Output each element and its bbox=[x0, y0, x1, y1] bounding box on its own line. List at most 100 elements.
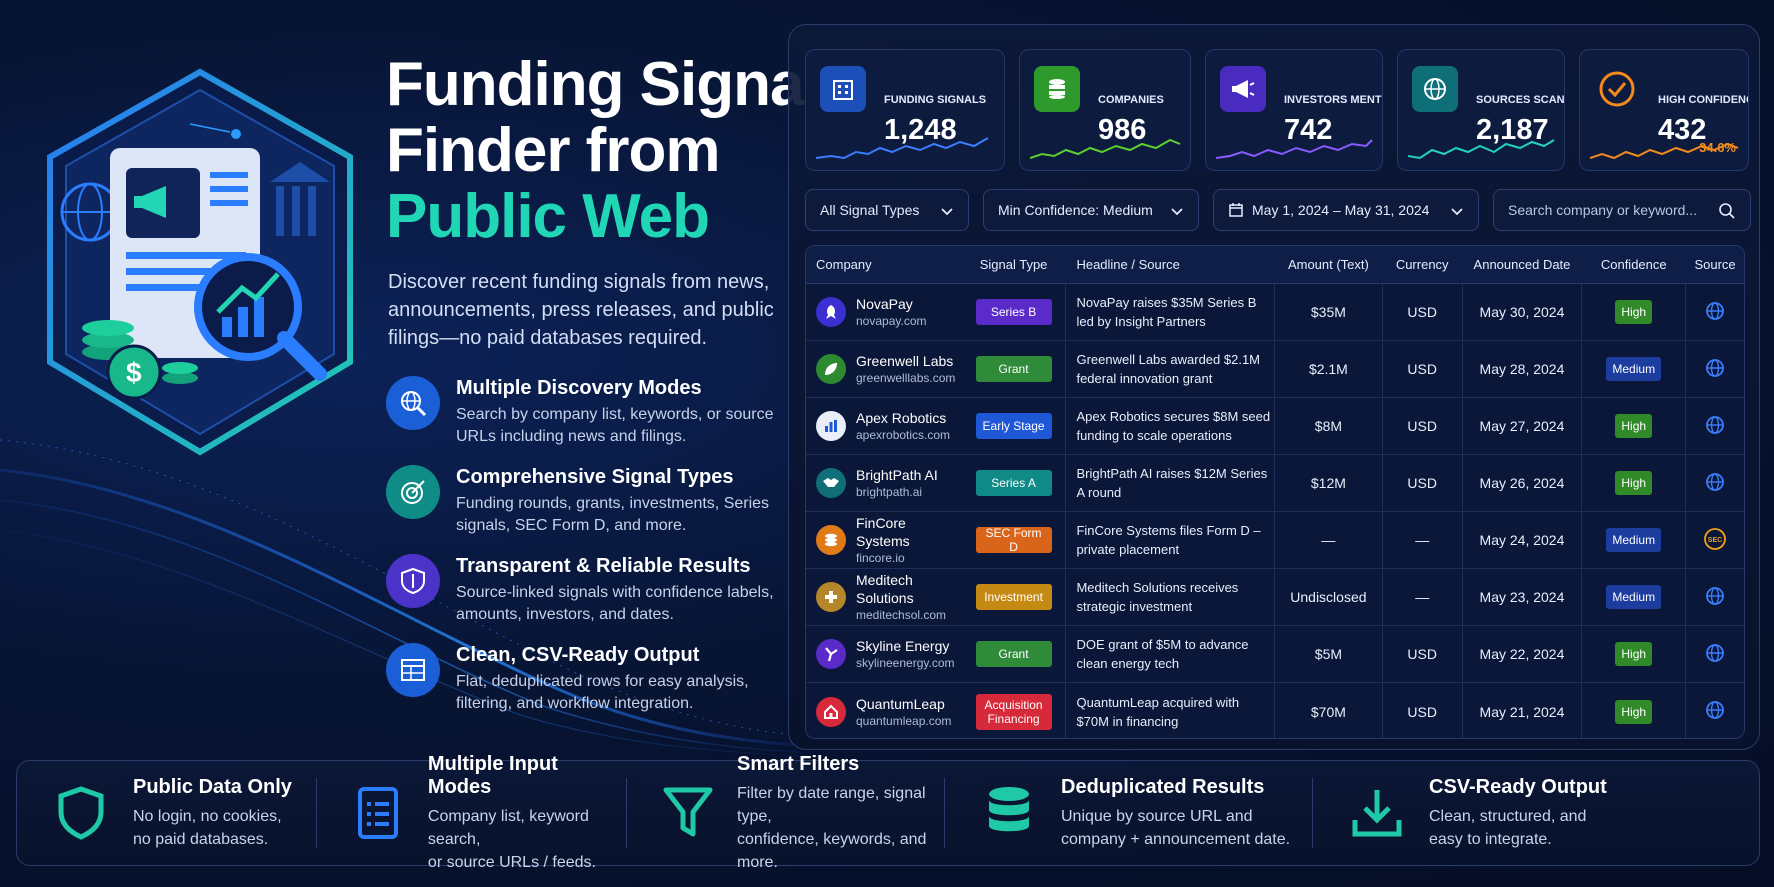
globe-icon[interactable] bbox=[1705, 472, 1725, 495]
sparkline bbox=[1408, 139, 1555, 160]
desc-line: Clean, structured, and bbox=[1429, 807, 1587, 825]
header-source[interactable]: Source bbox=[1694, 257, 1736, 272]
min-confidence-value: Min Confidence: Medium bbox=[998, 202, 1153, 218]
headline-text[interactable]: Meditech Solutions receives strategic in… bbox=[1076, 580, 1239, 614]
header-amount[interactable]: Amount (Text) bbox=[1287, 257, 1369, 272]
stat-card-investors[interactable]: INVESTORS MENTIONED 742 bbox=[1205, 49, 1383, 171]
medical-icon bbox=[816, 582, 846, 612]
company-domain: apexrobotics.com bbox=[856, 428, 951, 442]
header-signal-type[interactable]: Signal Type bbox=[979, 257, 1048, 272]
cell-currency: USD bbox=[1383, 455, 1463, 511]
table-row[interactable]: Meditech Solutions meditechsol.com Investm… bbox=[806, 569, 1744, 626]
feature-desc: Source-linked signals with confidence la… bbox=[456, 584, 774, 623]
company-domain: meditechsol.com bbox=[856, 608, 947, 622]
header-date[interactable]: Announced Date bbox=[1473, 257, 1571, 272]
stat-label: FUNDING SIGNALS bbox=[884, 94, 987, 106]
headline-text[interactable]: Greenwell Labs awarded $2.1M federal inn… bbox=[1076, 352, 1261, 386]
globe-search-icon bbox=[386, 376, 440, 430]
feature-signal-types: Comprehensive Signal Types Funding round… bbox=[386, 465, 786, 554]
feature-title: Transparent & Reliable Results bbox=[456, 555, 751, 577]
cell-date: May 27, 2024 bbox=[1463, 398, 1583, 454]
cell-amount: Undisclosed bbox=[1275, 569, 1383, 625]
desc-line: company + announcement date. bbox=[1061, 830, 1291, 848]
globe-icon[interactable] bbox=[1705, 586, 1725, 609]
stat-card-funding-signals[interactable]: FUNDING SIGNALS 1,248 bbox=[805, 49, 1005, 171]
sparkline bbox=[1590, 142, 1739, 160]
rocket-icon bbox=[816, 297, 846, 327]
company-name[interactable]: Skyline Energy bbox=[856, 638, 950, 654]
date-text: May 23, 2024 bbox=[1479, 589, 1565, 605]
amount-text: — bbox=[1321, 532, 1336, 548]
headline-text[interactable]: DOE grant of $5M to advance clean energy… bbox=[1076, 637, 1249, 671]
chevron-down-icon bbox=[1171, 208, 1183, 216]
headline-text[interactable]: FinCore Systems files Form D – private p… bbox=[1076, 523, 1261, 557]
search-box bbox=[1493, 189, 1751, 231]
header-confidence[interactable]: Confidence bbox=[1600, 257, 1667, 272]
cell-date: May 21, 2024 bbox=[1463, 683, 1583, 738]
company-name[interactable]: FinCore Systems bbox=[856, 515, 910, 549]
company-name[interactable]: Apex Robotics bbox=[856, 410, 947, 426]
headline-text[interactable]: BrightPath AI raises $12M Series A round bbox=[1076, 466, 1268, 500]
stat-card-companies[interactable]: COMPANIES 986 bbox=[1019, 49, 1191, 171]
stat-card-sources[interactable]: SOURCES SCANNED 2,187 bbox=[1397, 49, 1565, 171]
date-range-value: May 1, 2024 – May 31, 2024 bbox=[1252, 202, 1430, 218]
header-company[interactable]: Company bbox=[816, 257, 872, 272]
company-name[interactable]: QuantumLeap bbox=[856, 695, 945, 712]
globe-icon[interactable] bbox=[1705, 415, 1725, 438]
globe-icon[interactable] bbox=[1705, 643, 1725, 666]
feature-desc: Funding rounds, grants, investments, Ser… bbox=[456, 495, 770, 534]
cell-confidence: Medium bbox=[1582, 341, 1687, 397]
stat-label: COMPANIES bbox=[1098, 94, 1164, 106]
currency-text: — bbox=[1415, 589, 1430, 605]
date-text: May 27, 2024 bbox=[1479, 418, 1565, 434]
headline-text[interactable]: Apex Robotics secures $8M seed funding t… bbox=[1076, 409, 1271, 443]
date-range-picker[interactable]: May 1, 2024 – May 31, 2024 bbox=[1213, 189, 1479, 231]
headline-text[interactable]: NovaPay raises $35M Series B led by Insi… bbox=[1076, 295, 1257, 329]
feature-title: Multiple Discovery Modes bbox=[456, 377, 702, 399]
amount-text: $8M bbox=[1314, 418, 1343, 434]
calendar-icon bbox=[1229, 203, 1243, 217]
bottom-feature-title: CSV-Ready Output bbox=[1429, 775, 1607, 798]
search-input[interactable] bbox=[1508, 202, 1708, 218]
stat-card-high-confidence[interactable]: HIGH CONFIDENCE 432 34.6% bbox=[1579, 49, 1749, 171]
desc-line: no paid databases. bbox=[133, 830, 269, 848]
bottom-feature-desc: Company list, keyword search,or source U… bbox=[428, 805, 626, 874]
company-name[interactable]: BrightPath AI bbox=[856, 467, 938, 483]
date-text: May 28, 2024 bbox=[1479, 361, 1565, 377]
cell-amount: $2.1M bbox=[1275, 341, 1383, 397]
signal-type-badge: Grant bbox=[975, 356, 1052, 382]
amount-text: $5M bbox=[1314, 646, 1343, 662]
chevron-down-icon bbox=[1451, 208, 1463, 216]
min-confidence-select[interactable]: Min Confidence: Medium bbox=[983, 189, 1199, 231]
feature-title: Comprehensive Signal Types bbox=[456, 466, 734, 488]
header-headline[interactable]: Headline / Source bbox=[1076, 257, 1180, 272]
signal-type-badge: Investment bbox=[975, 584, 1052, 610]
headline-text[interactable]: QuantumLeap acquired with $70M in financ… bbox=[1076, 694, 1240, 729]
company-name[interactable]: Greenwell Labs bbox=[856, 353, 954, 369]
cell-signal-type: Grant bbox=[962, 626, 1066, 682]
header-currency[interactable]: Currency bbox=[1395, 257, 1449, 272]
globe-icon[interactable] bbox=[1705, 700, 1725, 723]
megaphone-icon bbox=[1220, 66, 1266, 112]
cell-source bbox=[1686, 569, 1744, 625]
signal-type-select[interactable]: All Signal Types bbox=[805, 189, 969, 231]
globe-icon[interactable] bbox=[1705, 358, 1725, 381]
search-icon[interactable] bbox=[1718, 202, 1736, 220]
company-name[interactable]: NovaPay bbox=[856, 296, 913, 312]
company-name[interactable]: Meditech Solutions bbox=[856, 572, 914, 606]
sec-icon[interactable]: SEC bbox=[1703, 527, 1727, 554]
globe-icon[interactable] bbox=[1705, 301, 1725, 324]
cell-date: May 28, 2024 bbox=[1463, 341, 1583, 397]
